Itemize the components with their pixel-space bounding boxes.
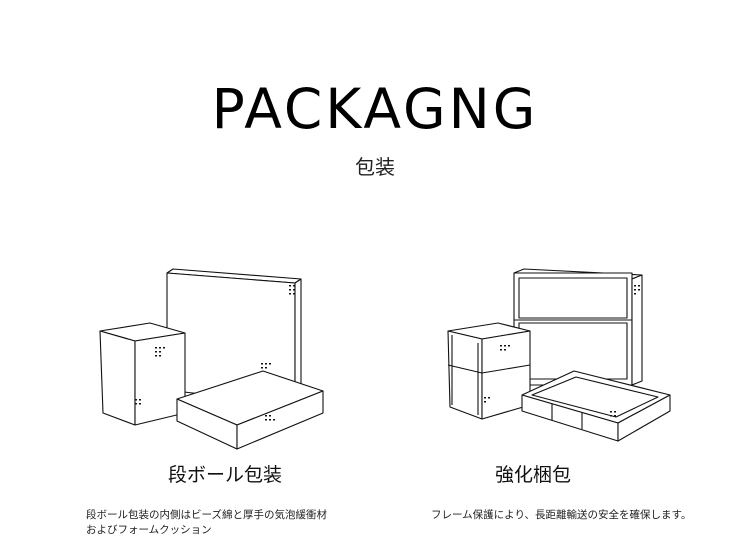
- reinforced-description-line-1: フレーム保護により、長距離輸送の安全を確保します。: [431, 509, 692, 521]
- page-title: PACKAGNG: [211, 77, 539, 141]
- reinforced-packaging-title: 強化梱包: [495, 464, 572, 486]
- reinforced-crates-illustration: [442, 265, 682, 455]
- cardboard-packaging-title: 段ボール包装: [168, 464, 283, 486]
- cardboard-description-line-2: およびフォームクッション: [86, 524, 212, 536]
- cardboard-description-line-1: 段ボール包装の内側はビーズ綿と厚手の気泡緩衝材: [86, 509, 327, 521]
- cardboard-boxes-illustration: [95, 265, 335, 455]
- cardboard-packaging-description: 段ボール包装の内側はビーズ綿と厚手の気泡緩衝材 およびフォームクッション: [86, 508, 327, 538]
- reinforced-packaging-description: フレーム保護により、長距離輸送の安全を確保します。: [431, 508, 692, 523]
- page-subtitle: 包装: [355, 155, 395, 179]
